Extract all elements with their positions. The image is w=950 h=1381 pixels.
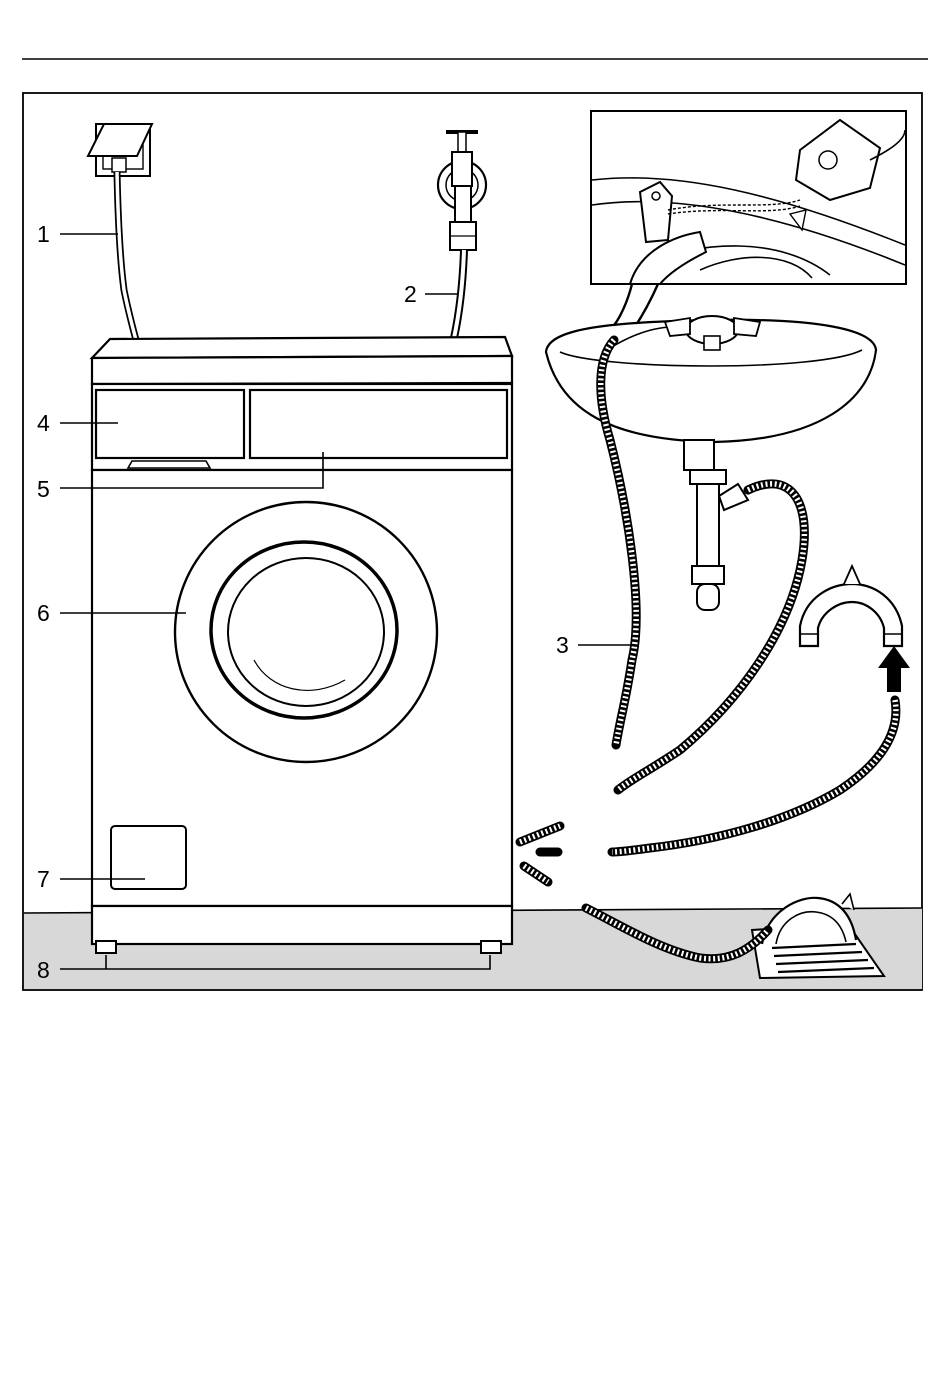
callout-4: 4 <box>37 410 50 436</box>
callout-1: 1 <box>37 221 50 247</box>
control-panel <box>250 390 507 458</box>
callout-8: 8 <box>37 957 50 983</box>
foot-right <box>481 941 501 953</box>
detergent-drawer <box>96 390 244 458</box>
callout-5: 5 <box>37 476 50 502</box>
callout-7: 7 <box>37 866 50 892</box>
foot-left <box>96 941 116 953</box>
detail-inset <box>591 111 906 284</box>
callout-2: 2 <box>404 281 417 307</box>
callout-3: 3 <box>556 632 569 658</box>
washing-machine <box>92 337 512 953</box>
power-socket <box>88 124 152 176</box>
door-glass <box>228 558 384 706</box>
callout-6: 6 <box>37 600 50 626</box>
